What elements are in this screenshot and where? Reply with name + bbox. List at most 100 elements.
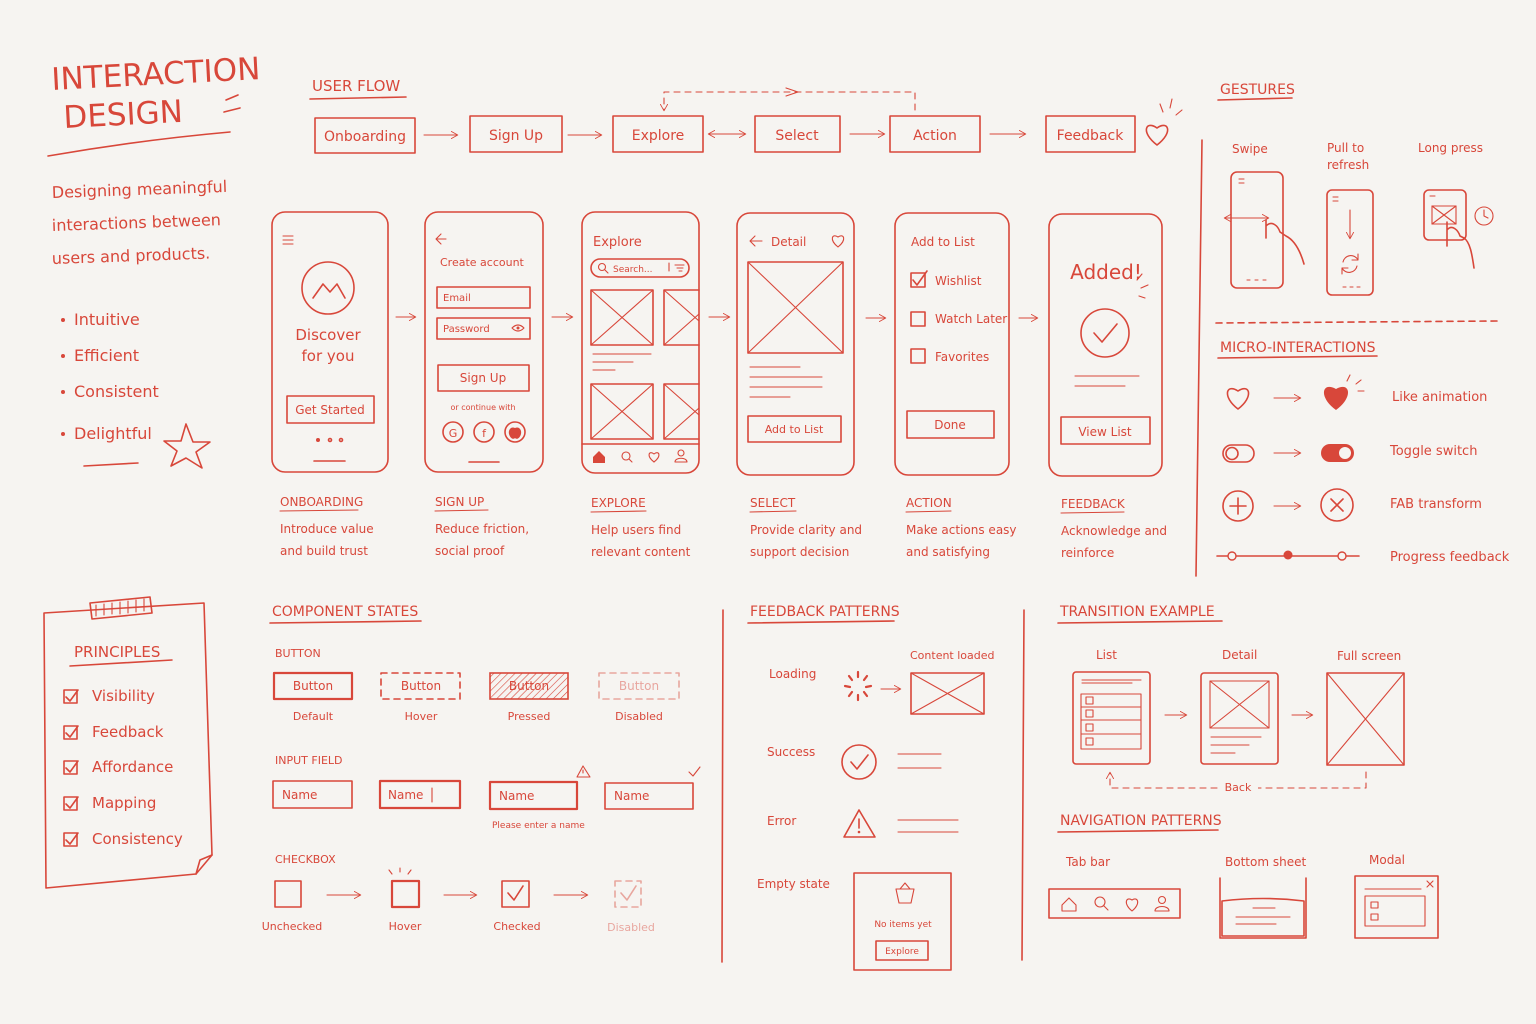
onboarding-headline-1: Discover: [295, 326, 361, 344]
close-icon[interactable]: [1427, 881, 1433, 887]
added-title: Added!: [1070, 260, 1142, 284]
stage-desc: relevant content: [591, 545, 691, 559]
stage-name: SIGN UP: [435, 495, 484, 509]
mountain-icon: [313, 284, 345, 298]
image-placeholder-partial[interactable]: [664, 290, 699, 345]
progress-step-active: [1284, 551, 1293, 560]
placeholder-cross: [748, 262, 843, 353]
component-states: COMPONENT STATES BUTTON Button Default B…: [262, 604, 700, 934]
micro-title: MICRO-INTERACTIONS: [1220, 340, 1376, 356]
continue-with-label: or continue with: [450, 403, 515, 412]
phone-added: Added! View List: [1049, 214, 1162, 476]
success-check-mark: [1094, 324, 1117, 342]
input-error-message: Please enter a name: [492, 821, 585, 831]
bullet: [61, 318, 65, 322]
image-placeholder-partial[interactable]: [664, 384, 699, 439]
transition-label: Detail: [1222, 648, 1257, 662]
plus-glyph: [1230, 498, 1246, 514]
pattern-label: Empty state: [757, 877, 830, 891]
list-header: [1082, 680, 1141, 683]
heart-outline-icon[interactable]: [1227, 389, 1248, 409]
basket-icon: [896, 883, 914, 903]
heart-icon: [1146, 125, 1167, 145]
title-accent-marks: [224, 95, 240, 112]
gestures-title: GESTURES: [1220, 82, 1295, 98]
stage-desc: Help users find: [591, 523, 681, 537]
facebook-glyph: f: [482, 427, 487, 440]
intro-line1: Designing meaningful: [51, 177, 227, 202]
modal-frame: [1355, 876, 1438, 938]
phone-explore: Explore Search...: [582, 212, 699, 473]
input-text: Name: [282, 788, 317, 802]
placeholder-cross: [664, 384, 699, 439]
page-title-line2: DESIGN: [63, 94, 184, 136]
flow-step-label: Onboarding: [324, 129, 406, 145]
success-check-icon: [1081, 309, 1129, 357]
stage-desc: Introduce value: [280, 522, 374, 536]
title-block: INTERACTION DESIGN: [48, 51, 261, 156]
input-text: Name: [388, 788, 423, 802]
micro-label: FAB transform: [1390, 497, 1482, 512]
phone-frame: [895, 213, 1009, 475]
stage-underline: [591, 511, 646, 512]
heart-filled-icon[interactable]: [1324, 387, 1348, 410]
quality-item: Consistent: [74, 382, 159, 401]
phone-frame: [582, 212, 699, 473]
progress-step: [1338, 552, 1346, 560]
modal-row-icon: [1371, 902, 1378, 908]
heart-tab-icon[interactable]: [649, 453, 659, 462]
favorites-checkbox[interactable]: [911, 349, 925, 363]
profile-icon[interactable]: [1159, 897, 1166, 904]
qualities-list: Intuitive Efficient Consistent Delightfu…: [61, 310, 210, 468]
check-mark: [508, 886, 523, 900]
heart-icon[interactable]: [1126, 899, 1137, 911]
back-arrow-icon[interactable]: [750, 236, 762, 246]
button-text: Button: [619, 679, 659, 693]
checkbox-disabled: [615, 881, 641, 907]
input-text: Name: [614, 789, 649, 803]
checkbox-section-label: CHECKBOX: [275, 853, 336, 866]
content-loaded-label: Content loaded: [910, 649, 995, 662]
placeholder-cross: [911, 673, 984, 714]
button-section-label: BUTTON: [275, 647, 321, 660]
section-divider: [1216, 321, 1498, 323]
input-section-label: INPUT FIELD: [275, 754, 343, 767]
page-dot: [340, 439, 343, 442]
pull-phone-menu: [1333, 197, 1338, 201]
pattern-label: Loading: [769, 667, 816, 681]
swipe-phone-menu: [1239, 179, 1244, 183]
stage-underline: [1061, 512, 1124, 513]
bullet: [61, 432, 65, 436]
search-icon[interactable]: [1095, 897, 1105, 907]
favorite-heart-icon[interactable]: [832, 236, 843, 247]
modal-dialog[interactable]: [1365, 896, 1425, 926]
empty-message: No items yet: [874, 920, 932, 930]
gesture-label: refresh: [1327, 158, 1369, 172]
swipe-hand-icon: [1266, 220, 1304, 264]
back-arrow-icon[interactable]: [436, 234, 446, 244]
home-icon[interactable]: [593, 451, 605, 463]
quality-item: Intuitive: [74, 310, 140, 329]
watch-later-checkbox[interactable]: [911, 312, 925, 326]
warning-icon: [577, 766, 590, 777]
toggle-knob: [1339, 447, 1351, 459]
component-states-underline: [270, 621, 421, 623]
success-check-mark: [851, 755, 868, 769]
stage-underline: [280, 510, 358, 511]
stage-desc: social proof: [435, 544, 505, 558]
apple-glyph: [509, 427, 521, 438]
filter-icon[interactable]: [669, 263, 684, 271]
home-icon[interactable]: [1062, 898, 1076, 911]
micro-interactions: MICRO-INTERACTIONS Like animation Toggle…: [1217, 340, 1510, 565]
back-label: Back: [1225, 781, 1252, 794]
placeholder-cross: [1210, 681, 1269, 728]
profile-tab-icon[interactable]: [678, 450, 684, 456]
checkbox-checked[interactable]: [502, 881, 529, 907]
checkbox-unchecked[interactable]: [275, 881, 301, 907]
checkbox-hover[interactable]: [392, 881, 419, 907]
stage-desc: and satisfying: [906, 545, 990, 559]
progress-step: [1228, 552, 1236, 560]
quality-item: Delightful: [74, 424, 152, 443]
user-flow-underline: [310, 97, 406, 99]
stage-desc: Make actions easy: [906, 523, 1017, 537]
